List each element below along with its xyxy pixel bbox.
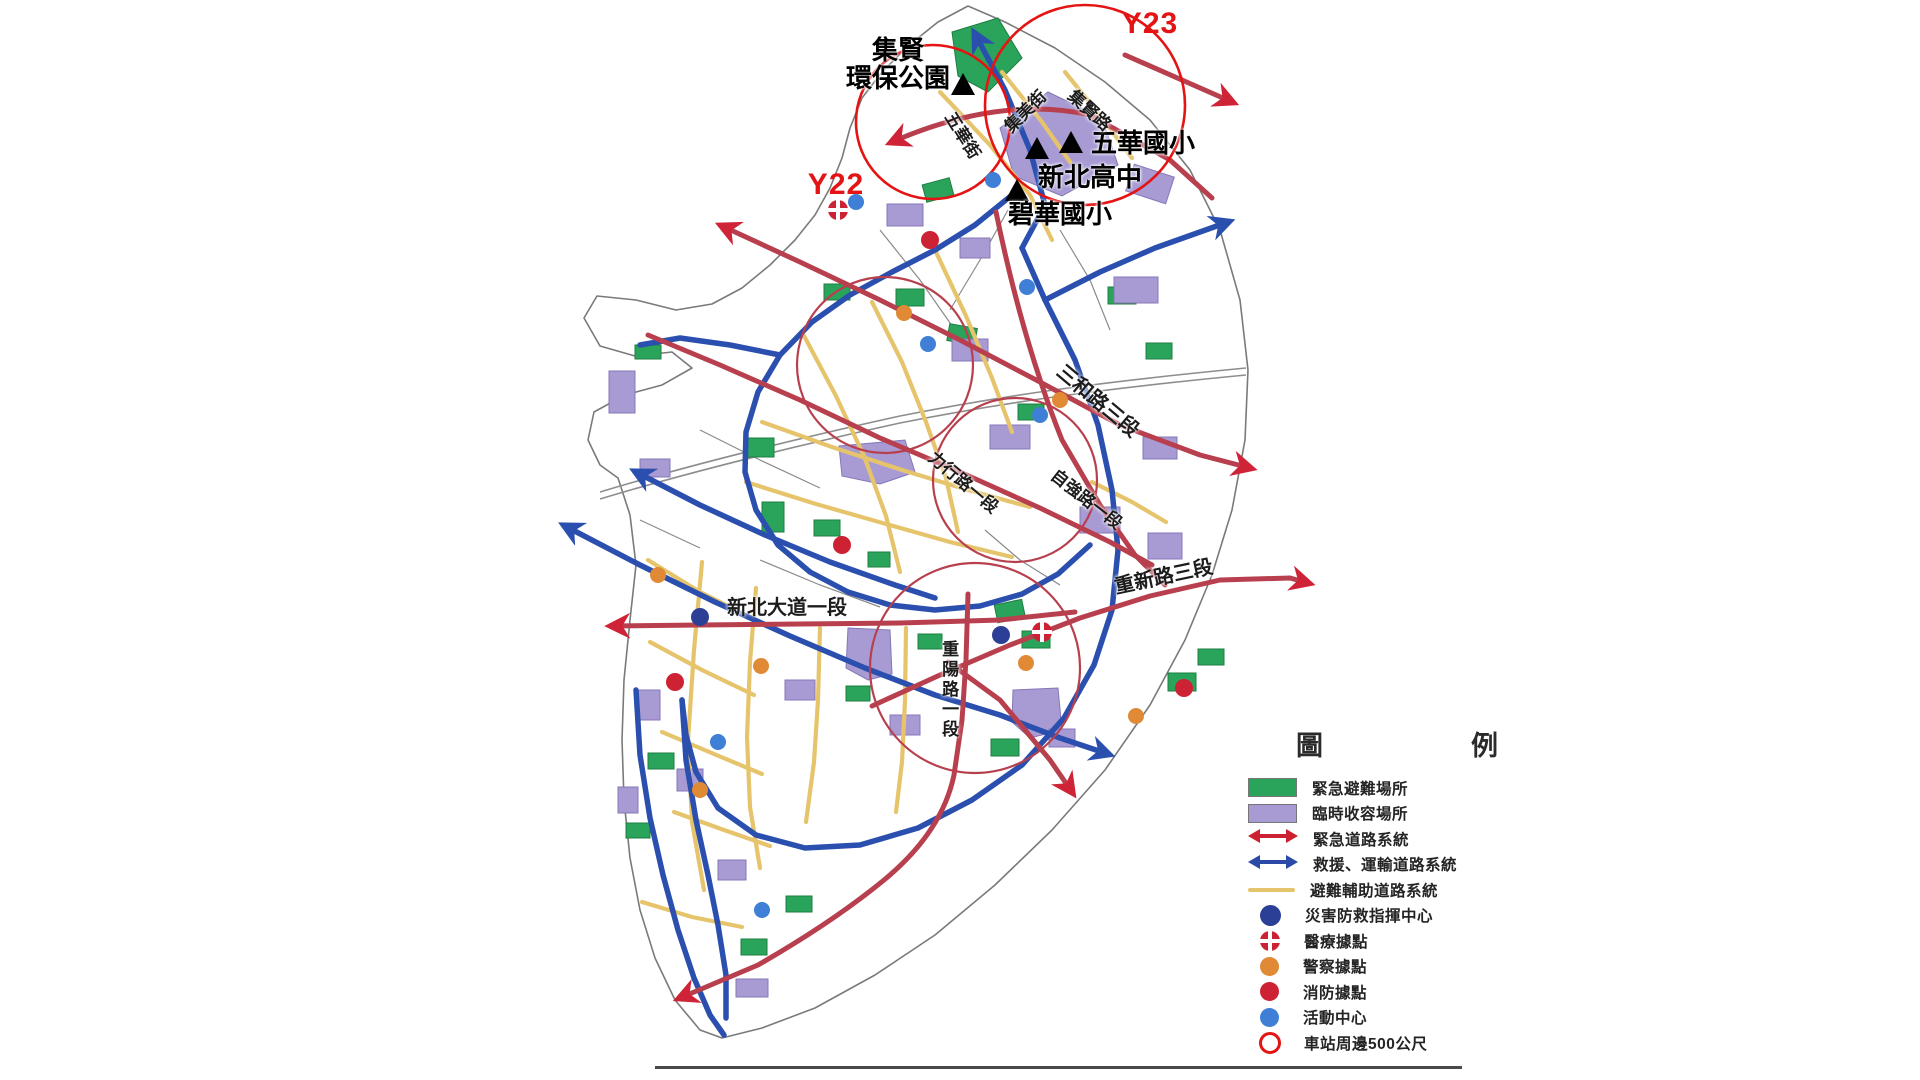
legend-item-temporary-housing: 臨時收容場所 xyxy=(1248,801,1528,827)
park-triangle xyxy=(951,73,975,95)
bihua-es-triangle xyxy=(1005,179,1029,201)
yellow-line-icon xyxy=(1248,887,1295,892)
legend-label: 車站周邊500公尺 xyxy=(1304,1035,1428,1053)
bihua-elementary-label: 碧華國小 xyxy=(1007,198,1113,229)
xinbei-highschool-label: 新北高中 xyxy=(1037,161,1143,192)
road-label-xinbei-blvd: 新北大道一段 xyxy=(727,597,847,620)
station-circle-mid-1 xyxy=(795,275,975,455)
red-dot-icon xyxy=(1260,982,1279,1002)
legend-item-emergency-shelter: 緊急避難場所 xyxy=(1248,775,1528,801)
legend-item-medical-point: 醫療據點 xyxy=(1248,928,1528,954)
map-legend: 圖 例 緊急避難場所 臨時收容場所 緊急道路系統 xyxy=(1248,724,1528,1056)
purple-swatch-icon xyxy=(1248,803,1297,823)
open-red-circle-icon xyxy=(1259,1031,1281,1054)
district-boundary xyxy=(583,5,1249,1039)
park-label-line2: 環保公園 xyxy=(845,63,951,93)
command-center-dots xyxy=(691,608,1010,644)
park-label-line1: 集賢 xyxy=(871,34,925,65)
legend-item-station-radius: 車站周邊500公尺 xyxy=(1248,1030,1528,1056)
road-label-chongyang-rd: 重陽路一段 xyxy=(939,640,959,740)
fire-point-dots xyxy=(666,231,1193,697)
legend-label: 臨時收容場所 xyxy=(1312,806,1409,824)
station-circle-y22 xyxy=(854,43,1012,201)
legend-item-fire-point: 消防據點 xyxy=(1248,979,1528,1005)
police-point-dots xyxy=(650,305,1144,798)
blue-dot-icon xyxy=(1260,1007,1279,1027)
site-triangle-markers xyxy=(951,73,1083,201)
station-500m-circles xyxy=(795,3,1187,775)
legend-label: 避難輔助道路系統 xyxy=(1310,882,1439,900)
station-circle-y23 xyxy=(983,3,1187,207)
legend-title-left: 圖 xyxy=(1296,731,1323,761)
legend-title: 圖 例 xyxy=(1296,724,1498,763)
station-label-y22: Y22 xyxy=(807,167,865,201)
blue-double-arrow-icon xyxy=(1248,853,1298,876)
activity-center-dots xyxy=(710,172,1048,918)
green-swatch-icon xyxy=(1248,778,1297,798)
legend-title-right: 例 xyxy=(1471,731,1498,761)
red-double-arrow-icon xyxy=(1248,827,1298,850)
legend-label: 消防據點 xyxy=(1303,984,1368,1002)
legend-label: 災害防救指揮中心 xyxy=(1305,908,1434,926)
legend-item-command-center: 災害防救指揮中心 xyxy=(1248,903,1528,929)
jixian-eco-park-label: 集賢 環保公園 xyxy=(846,36,950,92)
legend-label: 醫療據點 xyxy=(1304,933,1369,951)
orange-dot-icon xyxy=(1260,956,1279,976)
station-circle-mid-2 xyxy=(931,396,1099,564)
wuhua-es-triangle xyxy=(1059,131,1083,153)
legend-item-emergency-road: 緊急道路系統 xyxy=(1248,826,1528,852)
legend-label: 救援、運輸道路系統 xyxy=(1313,857,1458,875)
xinbei-hs-triangle xyxy=(1025,137,1049,159)
legend-item-rescue-road: 救援、運輸道路系統 xyxy=(1248,852,1528,878)
figure-bottom-border xyxy=(655,1066,1462,1069)
station-circle-mid-3 xyxy=(868,561,1082,775)
legend-item-police-point: 警察據點 xyxy=(1248,954,1528,980)
legend-label: 緊急道路系統 xyxy=(1313,831,1410,849)
station-label-y23: Y23 xyxy=(1121,6,1179,40)
medical-point-icons xyxy=(828,200,1052,642)
legend-item-activity-center: 活動中心 xyxy=(1248,1005,1528,1031)
medical-cross-icon xyxy=(1260,930,1280,951)
legend-label: 緊急避難場所 xyxy=(1312,780,1409,798)
legend-label: 警察據點 xyxy=(1303,959,1368,977)
legend-label: 活動中心 xyxy=(1303,1010,1368,1028)
legend-item-support-road: 避難輔助道路系統 xyxy=(1248,877,1528,903)
wuhua-elementary-label: 五華國小 xyxy=(1090,127,1196,158)
dark-blue-dot-icon xyxy=(1260,904,1281,926)
